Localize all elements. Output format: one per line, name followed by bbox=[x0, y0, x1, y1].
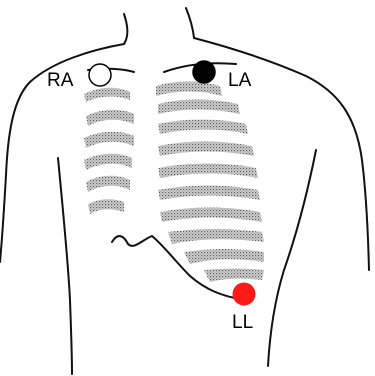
neck-left-line bbox=[124, 14, 127, 44]
rib-right bbox=[204, 269, 264, 283]
rib-right bbox=[168, 229, 264, 244]
rib-right bbox=[184, 249, 264, 264]
sternum-line bbox=[112, 236, 244, 300]
left-armpit-line bbox=[58, 158, 72, 374]
ra-label: RA bbox=[47, 71, 73, 90]
la-electrode bbox=[193, 61, 215, 83]
ll-label: LL bbox=[232, 313, 253, 332]
neck-right-line bbox=[186, 8, 194, 38]
rib-left bbox=[84, 88, 130, 102]
rib-right bbox=[158, 142, 254, 157]
rib-left bbox=[84, 154, 132, 170]
rib-left bbox=[86, 176, 130, 192]
right-armpit-line bbox=[268, 150, 316, 366]
ribs bbox=[84, 82, 264, 283]
rib-right bbox=[158, 100, 240, 115]
la-label: LA bbox=[228, 71, 251, 90]
ra-electrode bbox=[89, 64, 111, 86]
rib-left bbox=[88, 199, 124, 214]
rib-right bbox=[160, 208, 262, 223]
rib-left bbox=[86, 110, 134, 126]
rib-right bbox=[158, 186, 260, 201]
rib-left bbox=[84, 132, 134, 148]
rib-right bbox=[156, 82, 222, 97]
rib-right bbox=[158, 164, 258, 179]
rib-right bbox=[158, 120, 248, 135]
ll-electrode bbox=[233, 283, 255, 305]
